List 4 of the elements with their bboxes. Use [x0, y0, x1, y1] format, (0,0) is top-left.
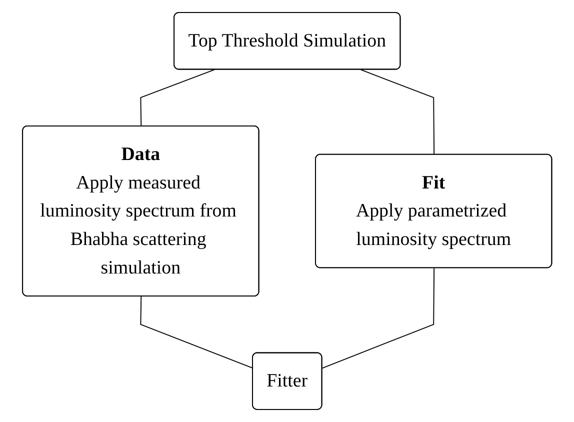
connector	[322, 268, 434, 369]
connector	[140, 296, 254, 369]
connector	[360, 69, 434, 156]
connector	[140, 69, 215, 127]
